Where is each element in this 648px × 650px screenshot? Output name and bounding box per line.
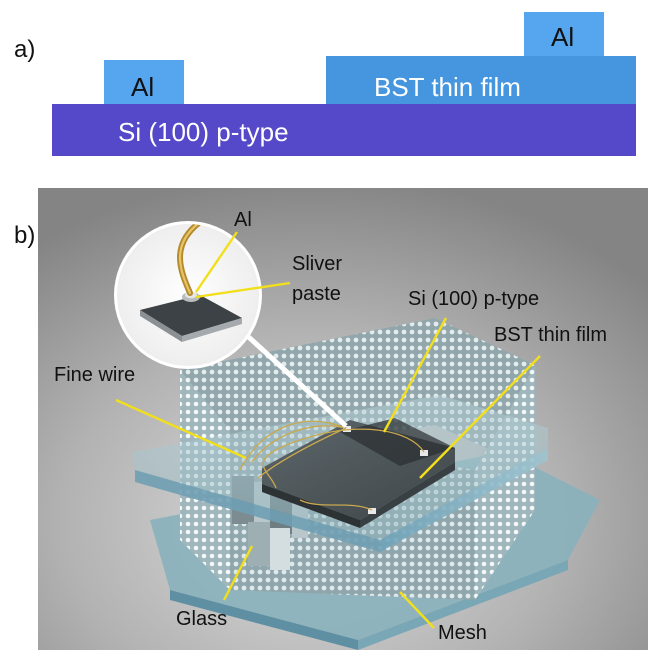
si-substrate-label: Si (100) p-type [118, 117, 289, 147]
panel-a-label: a) [14, 36, 36, 63]
zoom-inset [114, 221, 262, 369]
callout-si-substrate: Si (100) p-type [408, 288, 540, 310]
al-electrode-left-label: Al [131, 72, 155, 102]
callout-paste-line2: paste [292, 283, 341, 305]
callout-paste-line1: Sliver [292, 253, 343, 275]
zoom-connector [228, 318, 348, 428]
si-substrate-layer: Si (100) p-type [52, 104, 636, 156]
electrode-pad [368, 508, 376, 514]
callout-fine-wire: Fine wire [54, 364, 136, 386]
bst-thin-film-label: BST thin film [374, 72, 521, 102]
al-electrode-right-label: Al [551, 22, 575, 52]
bst-thin-film-layer: BST thin film [326, 56, 636, 104]
callout-glass: Glass [176, 608, 228, 630]
callout-mesh: Mesh [438, 622, 487, 644]
al-electrode-right: Al [524, 12, 604, 56]
fine-wires [239, 420, 425, 511]
callout-lines [115, 231, 541, 629]
al-electrode-left: Al [104, 60, 184, 104]
callout-bst-film: BST thin film [494, 324, 607, 346]
panel-b-label: b) [14, 222, 36, 249]
callout-al: Al [234, 209, 252, 231]
electrode-pad [420, 450, 428, 456]
electrode-pad [343, 426, 351, 432]
